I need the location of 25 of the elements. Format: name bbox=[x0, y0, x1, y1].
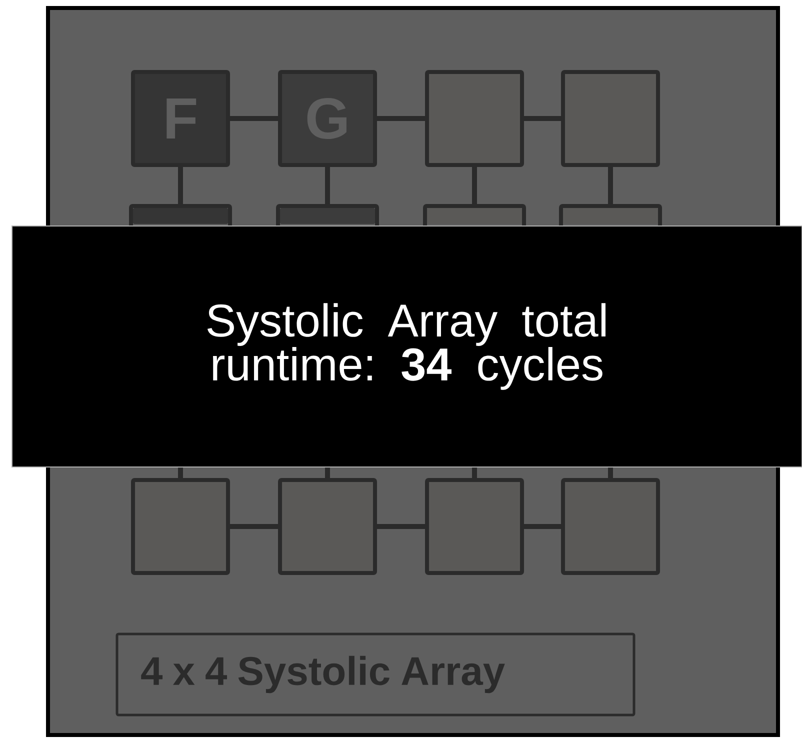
connector-line bbox=[377, 116, 425, 121]
processing-cell bbox=[561, 478, 660, 575]
processing-cell bbox=[561, 70, 660, 167]
connector-line bbox=[178, 167, 183, 206]
runtime-banner: Systolic Array total runtime: 34 cycles bbox=[12, 226, 802, 468]
connector-line bbox=[325, 468, 330, 478]
processing-cell bbox=[425, 478, 524, 575]
connector-line bbox=[472, 167, 477, 206]
connector-line bbox=[472, 468, 477, 478]
connector-line bbox=[178, 468, 183, 478]
connector-line bbox=[524, 524, 561, 529]
processing-cell bbox=[423, 204, 526, 226]
processing-cell bbox=[276, 204, 379, 226]
connector-line bbox=[608, 167, 613, 206]
connector-line bbox=[608, 468, 613, 478]
processing-cell bbox=[559, 204, 662, 226]
connector-line bbox=[230, 116, 278, 121]
processing-cell bbox=[425, 70, 524, 167]
processing-cell bbox=[131, 478, 230, 575]
processing-cell bbox=[129, 204, 232, 226]
connector-line bbox=[230, 524, 278, 529]
connector-line bbox=[524, 116, 561, 121]
connector-line bbox=[325, 167, 330, 206]
processing-cell bbox=[278, 478, 377, 575]
connector-line bbox=[377, 524, 425, 529]
